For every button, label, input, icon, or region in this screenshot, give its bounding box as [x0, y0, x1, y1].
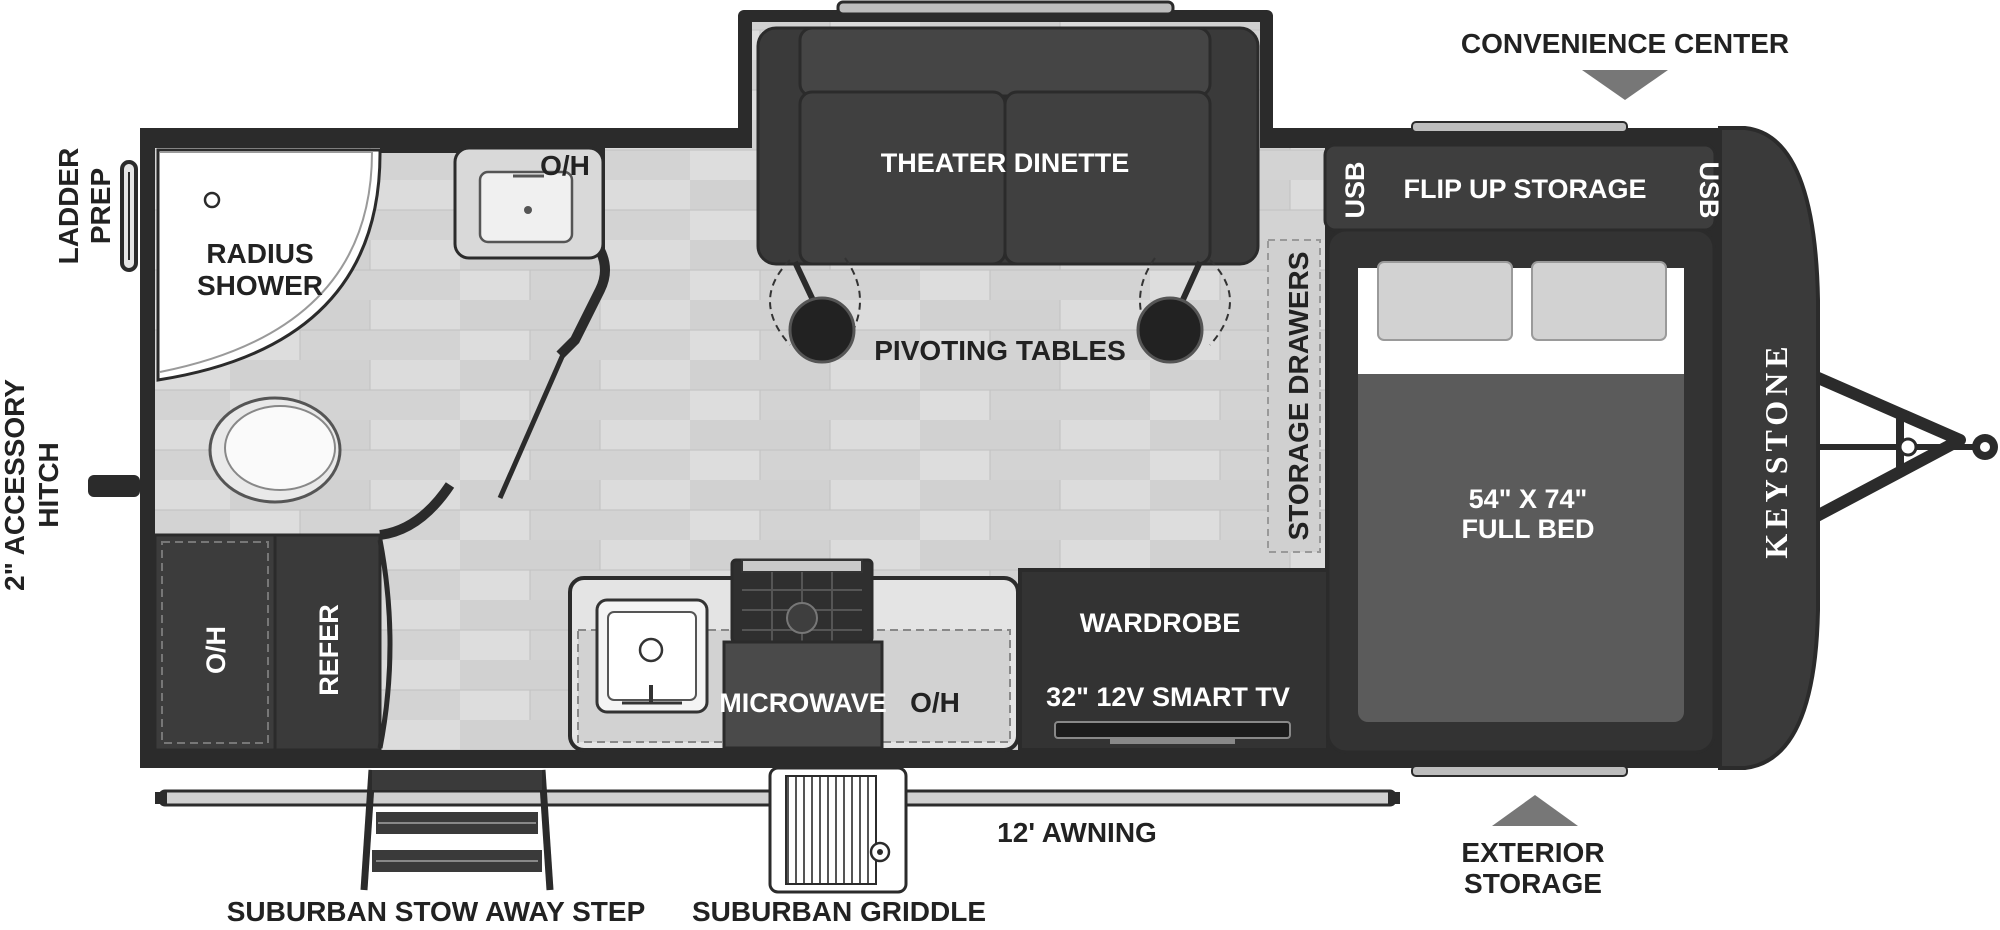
bed-type-label: FULL BED [1462, 514, 1595, 544]
stow-away-step [360, 769, 554, 891]
pivoting-table-right-icon [1136, 296, 1204, 364]
griddle-label: SUBURBAN GRIDDLE [692, 896, 986, 927]
awning-label: 12' AWNING [997, 817, 1157, 848]
dinette-seat-right [1003, 90, 1212, 266]
shower-drain-icon [203, 191, 221, 209]
tv-label: 32" 12V SMART TV [1046, 682, 1290, 712]
pillow-right-icon [1531, 261, 1667, 341]
kitchen [568, 558, 1020, 752]
rear-cabinets [153, 533, 393, 752]
bedroom [1323, 143, 1717, 754]
flip-up-storage-label: FLIP UP STORAGE [1403, 174, 1646, 204]
accessory-hitch-stub [88, 475, 140, 497]
kitchen-oh-label: O/H [910, 687, 960, 718]
ladder-prep-label: LADDER [53, 148, 84, 265]
usb-left-label: USB [1340, 161, 1370, 218]
bath-oh-label: O/H [540, 150, 590, 181]
bedroom-window-bottom [1411, 765, 1628, 777]
accessory-hitch-label-2: HITCH [33, 442, 64, 528]
slideout-seal [836, 0, 1175, 16]
theater-dinette-label: THEATER DINETTE [881, 148, 1130, 178]
stow-away-step-label: SUBURBAN STOW AWAY STEP [227, 896, 646, 927]
accessory-hitch-label: 2" ACCESSORY [0, 379, 30, 591]
microwave [722, 640, 884, 750]
exterior-storage-arrow-icon [1492, 795, 1578, 826]
pivoting-tables-label: PIVOTING TABLES [874, 335, 1126, 366]
bathroom [155, 143, 610, 540]
radius-shower-label: RADIUS [206, 238, 313, 269]
pillow-left-icon [1377, 261, 1513, 341]
theater-dinette [756, 26, 1260, 364]
griddle-icon [768, 766, 908, 894]
storage-drawers [1267, 239, 1321, 553]
smart-tv-icon [1054, 721, 1291, 739]
front-cap [1718, 126, 1820, 770]
ladder-prep-bracket [120, 160, 138, 272]
microwave-label: MICROWAVE [719, 688, 887, 718]
convenience-center-arrow-icon [1582, 70, 1668, 100]
pantry-oh-label: O/H [201, 626, 231, 674]
exterior-storage-label-2: STORAGE [1464, 868, 1602, 899]
storage-drawers-label: STORAGE DRAWERS [1283, 252, 1314, 541]
exterior-storage-label: EXTERIOR [1461, 837, 1604, 868]
wardrobe [1018, 568, 1330, 752]
refer-label: REFER [314, 604, 344, 696]
bedroom-window-top [1411, 121, 1628, 133]
usb-right-label: USB [1694, 161, 1724, 218]
refrigerator [273, 533, 382, 752]
ladder-prep-label-2: PREP [85, 168, 116, 244]
pantry-oh [153, 533, 277, 752]
wardrobe-label: WARDROBE [1080, 608, 1241, 638]
convenience-center-label: CONVENIENCE CENTER [1461, 28, 1789, 59]
hitch-tongue [1797, 364, 1998, 531]
pivoting-table-left-icon [788, 296, 856, 364]
bed-size-label: 54" X 74" [1469, 484, 1588, 514]
dinette-seat-left [798, 90, 1007, 266]
brand-logo: KEYSTONE [1758, 341, 1794, 558]
radius-shower-label-2: SHOWER [197, 270, 323, 301]
wardrobe-unit [1018, 568, 1330, 752]
